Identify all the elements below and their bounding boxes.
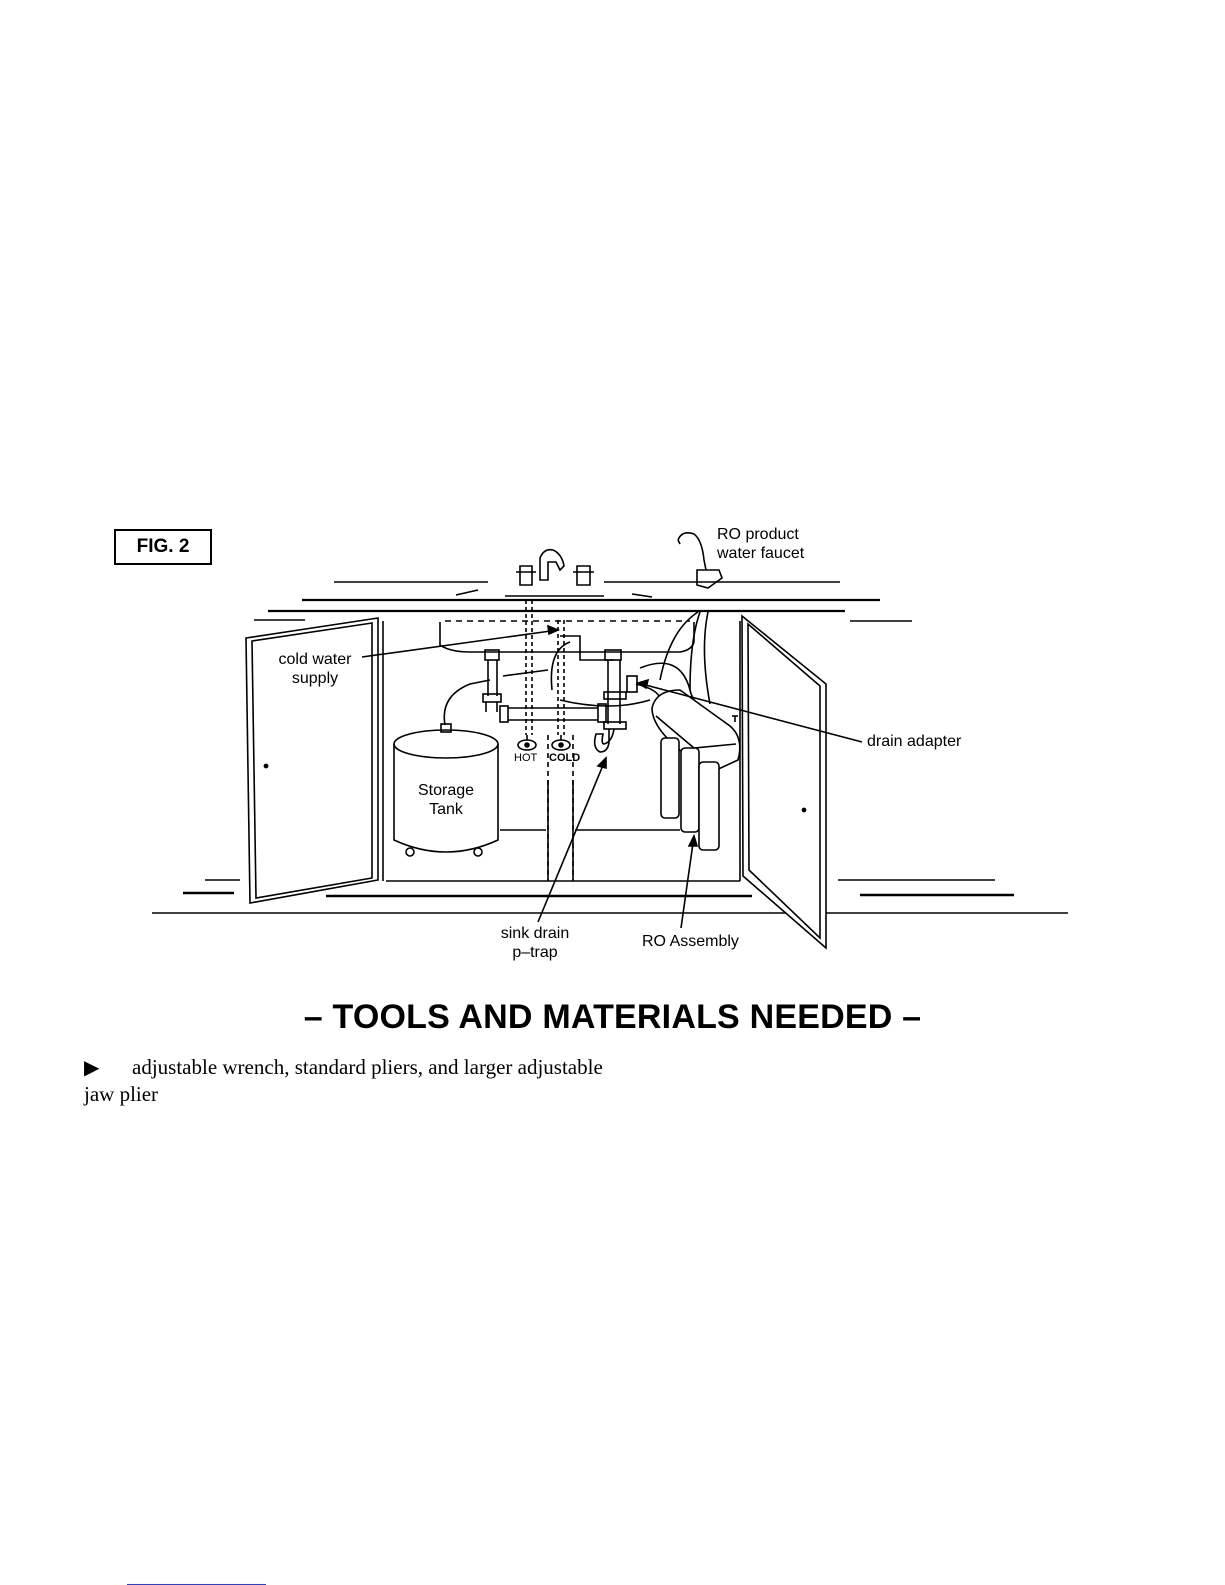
ptrap-callout-line2: p–trap	[490, 943, 580, 962]
ro-faucet-callout-line2: water faucet	[717, 544, 804, 563]
list-item: ▶adjustable wrench, standard pliers, and…	[84, 1054, 604, 1108]
section-heading: – TOOLS AND MATERIALS NEEDED –	[0, 998, 1225, 1037]
cold-supply-callout-line1: cold water	[272, 650, 358, 669]
ro-faucet-callout: RO product water faucet	[717, 525, 804, 563]
ptrap-callout: sink drain p–trap	[490, 924, 580, 962]
cold-valve-label: COLD	[549, 752, 580, 764]
cold-supply-callout: cold water supply	[272, 650, 358, 688]
cold-supply-callout-line2: supply	[272, 669, 358, 688]
storage-tank-label-line1: Storage	[406, 781, 486, 800]
list-item-text: adjustable wrench, standard pliers, and …	[84, 1055, 603, 1106]
right-triangle-icon: ▶	[84, 1054, 132, 1081]
storage-tank-label: Storage Tank	[406, 781, 486, 819]
ro-assembly-callout: RO Assembly	[642, 932, 739, 951]
hot-valve-label: HOT	[514, 752, 537, 764]
drain-adapter-callout: drain adapter	[867, 732, 961, 751]
ptrap-callout-line1: sink drain	[490, 924, 580, 943]
ro-faucet-callout-line1: RO product	[717, 525, 804, 544]
storage-tank-label-line2: Tank	[406, 800, 486, 819]
